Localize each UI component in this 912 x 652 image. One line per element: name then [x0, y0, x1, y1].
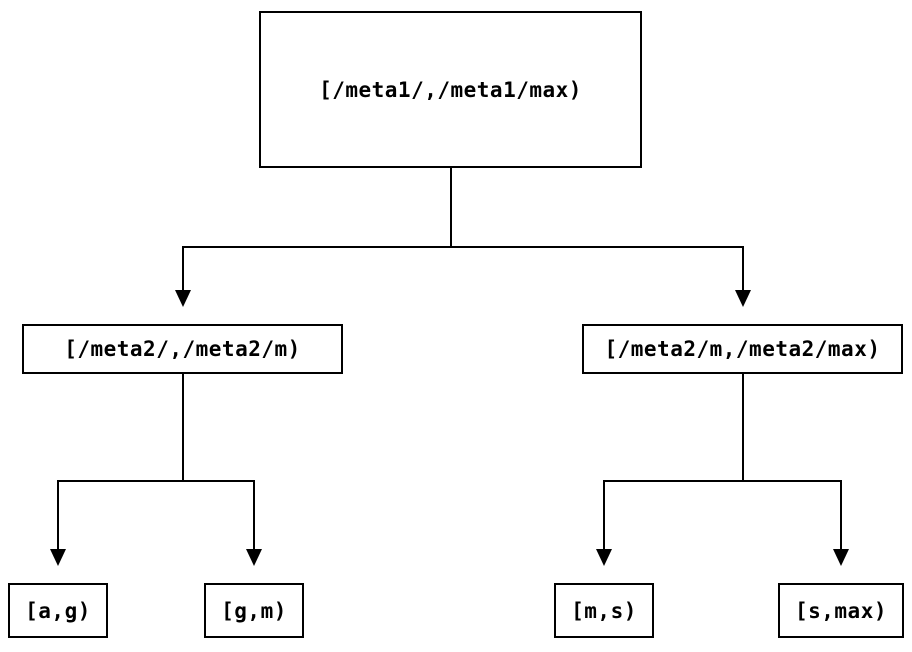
node-leaf-gm: [g,m)	[204, 583, 304, 638]
node-root: [/meta1/,/meta1/max)	[259, 11, 642, 168]
arrowhead-to-mid-left	[175, 290, 191, 307]
node-mid-right: [/meta2/m,/meta2/max)	[582, 324, 903, 374]
edge-root-branch	[182, 168, 744, 291]
node-mid-left: [/meta2/,/meta2/m)	[22, 324, 343, 374]
arrowhead-to-mid-right	[735, 290, 751, 307]
arrowhead-to-leaf-smax	[833, 549, 849, 566]
node-leaf-smax: [s,max)	[778, 583, 904, 638]
node-leaf-ag: [a,g)	[8, 583, 108, 638]
edge-midleft-branch	[57, 374, 255, 550]
arrowhead-to-leaf-gm	[246, 549, 262, 566]
arrowhead-to-leaf-ms	[596, 549, 612, 566]
node-leaf-ms: [m,s)	[554, 583, 654, 638]
edge-midright-branch	[603, 374, 842, 550]
arrowhead-to-leaf-ag	[50, 549, 66, 566]
